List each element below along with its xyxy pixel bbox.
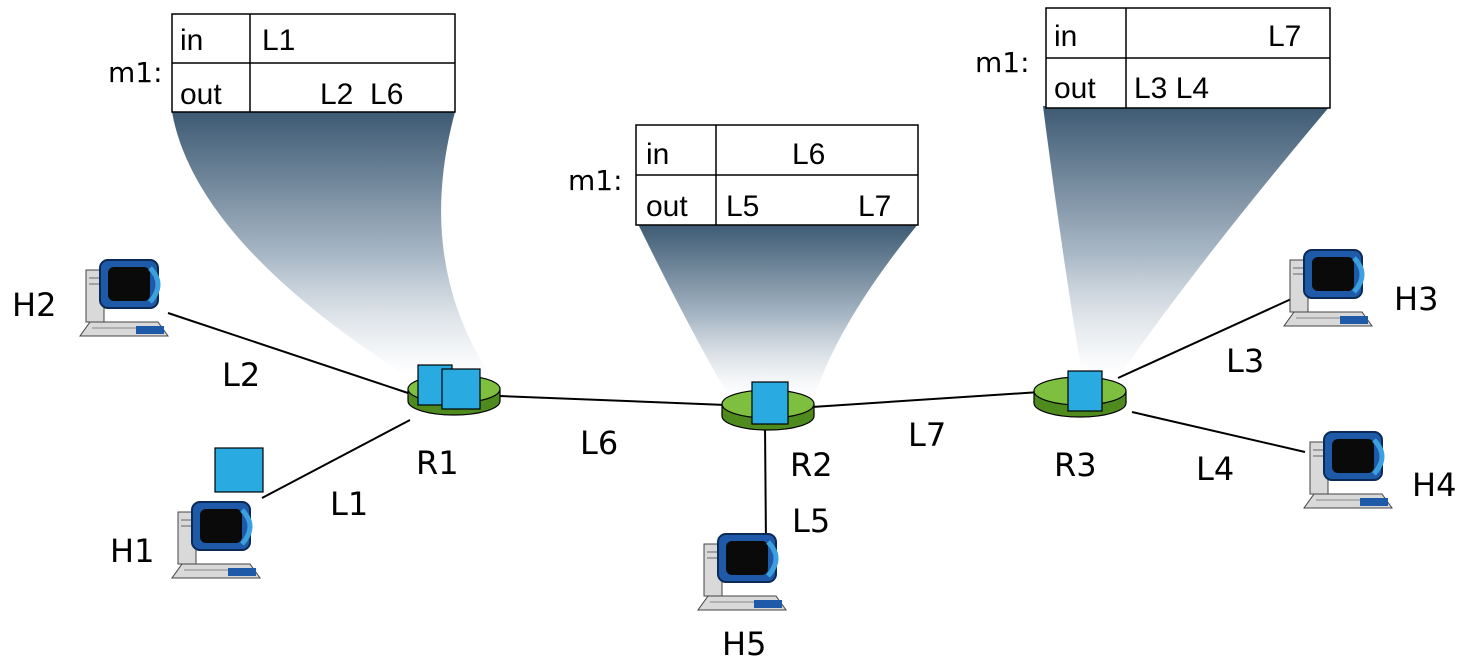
table-r3-in-links: L7 (1268, 20, 1301, 53)
host-h1-computer-icon (172, 502, 260, 578)
router-r3-label: R3 (1054, 446, 1097, 484)
link-l4-label: L4 (1196, 450, 1234, 488)
host-h5-computer-icon (698, 534, 786, 610)
link-l2-label: L2 (222, 356, 260, 394)
router-r1-label: R1 (416, 444, 459, 482)
link-l1-label: L1 (330, 485, 368, 523)
link-l6 (499, 395, 727, 406)
table-r3-out-links: L3 L4 (1134, 72, 1209, 105)
table-r2-out-a: L5 (726, 190, 759, 223)
table-r1-in-links: L1 (262, 24, 295, 57)
table-r3-in-label: in (1054, 20, 1077, 53)
link-l5 (764, 424, 767, 546)
host-h5-label: H5 (722, 625, 766, 663)
table-r3: m1: in out L7 L3 L4 (975, 7, 1331, 109)
host-h4-computer-icon (1304, 432, 1392, 508)
link-l4 (1131, 411, 1306, 453)
table-r1-out-links: L2 L6 (320, 78, 403, 111)
host-h4-label: H4 (1412, 466, 1456, 504)
table-r1: m1: in out L1 L2 L6 (108, 13, 456, 113)
link-l7-label: L7 (908, 416, 946, 454)
link-l2 (167, 312, 409, 394)
table-r2-out-label: out (646, 190, 688, 223)
packet-icon (214, 447, 264, 493)
table-r1-out-label: out (180, 78, 222, 111)
table-r2-name: m1: (568, 164, 623, 197)
router-r2 (721, 381, 815, 431)
beam-r1 (172, 112, 490, 375)
table-r2-in-links: L6 (792, 138, 825, 171)
table-r2: m1: in out L6 L5 L7 (568, 124, 919, 226)
host-h3-computer-icon (1284, 250, 1372, 326)
table-r1-in-label: in (180, 24, 203, 57)
link-l3 (1117, 294, 1301, 379)
host-h3-label: H3 (1394, 280, 1438, 318)
link-l3-label: L3 (1226, 342, 1264, 380)
link-l5-label: L5 (792, 502, 830, 540)
link-l1 (261, 419, 411, 499)
packet-icon (441, 368, 481, 410)
table-r3-out-label: out (1054, 72, 1096, 105)
table-r1-name: m1: (108, 56, 163, 89)
host-h2-computer-icon (80, 260, 168, 336)
beam-r2 (638, 224, 918, 395)
beam-r3 (1043, 106, 1330, 375)
router-r2-label: R2 (790, 446, 833, 484)
table-r3-name: m1: (975, 46, 1030, 79)
router-r1 (407, 364, 501, 416)
table-r2-in-label: in (646, 138, 669, 171)
host-h1-label: H1 (110, 532, 154, 570)
table-r2-out-b: L7 (858, 190, 891, 223)
link-l7 (811, 391, 1041, 408)
packet-icon (1067, 370, 1103, 412)
packet-icon (751, 381, 789, 425)
host-h2-label: H2 (12, 286, 56, 324)
router-r3 (1033, 370, 1127, 418)
link-l6-label: L6 (580, 424, 618, 462)
